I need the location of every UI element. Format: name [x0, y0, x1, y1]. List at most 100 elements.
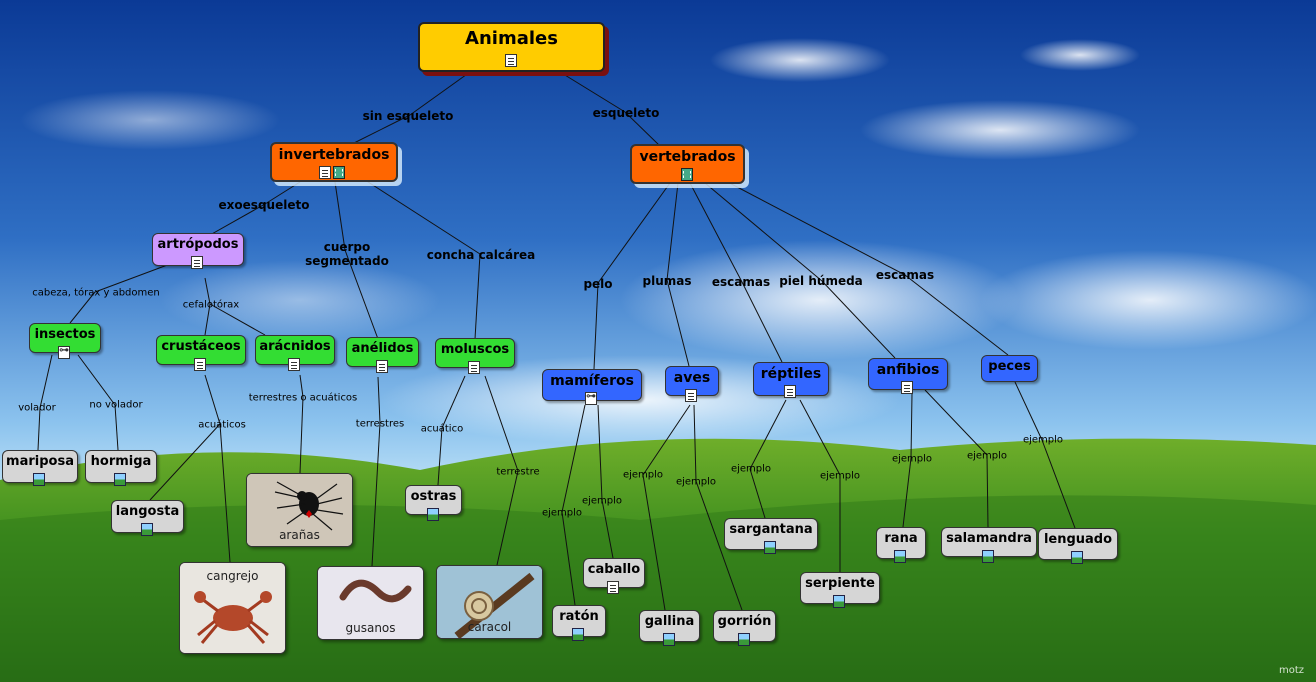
edge-label-esqueleto: esqueleto — [592, 106, 660, 120]
node-mamiferos[interactable]: mamíferos — [542, 369, 642, 405]
node-crustaceos[interactable]: crustáceos — [156, 335, 246, 371]
node-label: peces — [988, 359, 1031, 374]
node-label: ostras — [410, 489, 457, 504]
snail-image — [437, 566, 542, 638]
image-icon[interactable] — [894, 550, 906, 563]
photo-gusanos[interactable]: gusanos — [317, 566, 424, 640]
photo-caracol[interactable]: caracol — [436, 565, 543, 639]
node-mariposa[interactable]: mariposa — [2, 450, 78, 486]
edge-label-plumas: plumas — [642, 274, 692, 288]
edge-label-cuerpo-segmentado: cuerpo segmentado — [305, 240, 389, 268]
node-label: langosta — [115, 504, 180, 519]
node-invertebrados[interactable]: invertebrados — [270, 142, 398, 182]
node-gorrion[interactable]: gorrión — [713, 610, 776, 646]
document-icon[interactable] — [319, 166, 331, 179]
image-icon[interactable] — [572, 628, 584, 641]
edge-label-escamas-reptiles: escamas — [711, 275, 771, 289]
edge-label-cefalotorax: cefalotórax — [182, 299, 240, 311]
photo-cangrejo[interactable]: cangrejo — [179, 562, 286, 654]
node-ostras[interactable]: ostras — [405, 485, 462, 521]
concept-map-icon[interactable] — [585, 391, 597, 405]
edge-label-sin-esqueleto: sin esqueleto — [362, 109, 454, 123]
node-reptiles[interactable]: réptiles — [753, 362, 829, 398]
edge-label-acuatico: acuático — [420, 423, 464, 435]
node-gallina[interactable]: gallina — [639, 610, 700, 646]
edge-label-ejemplo-gallina: ejemplo — [622, 469, 664, 481]
node-caballo[interactable]: caballo — [583, 558, 645, 594]
node-moluscos[interactable]: moluscos — [435, 338, 515, 374]
image-icon[interactable] — [140, 523, 153, 536]
image-icon[interactable] — [1071, 551, 1083, 564]
photo-caption: gusanos — [345, 621, 396, 635]
edge-label-pelo: pelo — [583, 277, 613, 291]
image-icon[interactable] — [662, 633, 675, 646]
node-animales[interactable]: Animales — [418, 22, 605, 72]
document-icon[interactable] — [607, 581, 619, 594]
edge-label-escamas-peces: escamas — [875, 268, 935, 282]
photo-caption: caracol — [467, 620, 512, 634]
document-icon[interactable] — [194, 358, 206, 371]
edge-label-terrestres-o-acuaticos: terrestres o acuáticos — [248, 392, 358, 404]
edge-label-no-volador: no volador — [89, 399, 143, 411]
node-vertebrados[interactable]: vertebrados — [630, 144, 745, 184]
node-hormiga[interactable]: hormiga — [85, 450, 157, 486]
node-artropodos[interactable]: artrópodos — [152, 233, 244, 269]
edge-label-acuaticos: acuáticos — [198, 419, 246, 431]
document-icon[interactable] — [375, 360, 388, 373]
node-label: gallina — [644, 614, 695, 629]
edge-label-volador: volador — [18, 402, 56, 414]
document-icon[interactable] — [901, 381, 913, 394]
node-peces[interactable]: peces — [981, 355, 1038, 382]
edge-label-ejemplo-lenguado: ejemplo — [1022, 434, 1064, 446]
node-label: réptiles — [760, 366, 822, 382]
node-label: Animales — [465, 28, 558, 49]
image-icon[interactable] — [833, 595, 845, 608]
edge-label-concha-calcarea: concha calcárea — [426, 248, 536, 262]
image-icon[interactable] — [737, 633, 750, 646]
document-icon[interactable] — [468, 361, 480, 374]
node-insectos[interactable]: insectos — [29, 323, 101, 359]
photo-aranas[interactable]: arañas — [246, 473, 353, 547]
node-label: ratón — [559, 609, 599, 624]
node-sargantana[interactable]: sargantana — [724, 518, 818, 554]
node-aves[interactable]: aves — [665, 366, 719, 402]
node-label: mariposa — [6, 454, 74, 469]
node-anfibios[interactable]: anfibios — [868, 358, 948, 394]
video-icon[interactable] — [333, 166, 345, 179]
image-icon[interactable] — [114, 473, 126, 486]
image-icon[interactable] — [982, 550, 994, 563]
node-label: aves — [673, 370, 711, 386]
node-lenguado[interactable]: lenguado — [1038, 528, 1118, 564]
node-label: invertebrados — [278, 147, 390, 163]
video-icon[interactable] — [680, 168, 693, 181]
document-icon[interactable] — [784, 385, 796, 398]
node-salamandra[interactable]: salamandra — [941, 527, 1037, 563]
node-serpiente[interactable]: serpiente — [800, 572, 880, 608]
node-label: insectos — [34, 327, 96, 342]
document-icon[interactable] — [191, 256, 203, 269]
image-icon[interactable] — [764, 541, 776, 554]
node-label: moluscos — [440, 342, 510, 357]
image-icon[interactable] — [426, 508, 439, 521]
image-icon[interactable] — [33, 473, 45, 486]
document-icon[interactable] — [288, 358, 300, 371]
node-langosta[interactable]: langosta — [111, 500, 184, 536]
edge-label-ejemplo-gorrion: ejemplo — [675, 476, 717, 488]
node-raton[interactable]: ratón — [552, 605, 606, 641]
node-label: gorrión — [717, 614, 772, 629]
node-label: rana — [884, 531, 918, 546]
node-label: lenguado — [1043, 532, 1113, 547]
edge-label-ejemplo-salamandra: ejemplo — [966, 450, 1008, 462]
node-aracnidos[interactable]: arácnidos — [255, 335, 335, 371]
node-label: arácnidos — [259, 339, 331, 354]
node-anelidos[interactable]: anélidos — [346, 337, 419, 373]
document-icon[interactable] — [504, 54, 517, 67]
concept-map-icon[interactable] — [58, 345, 70, 359]
photo-caption: cangrejo — [206, 569, 259, 583]
spider-image — [247, 474, 352, 546]
node-rana[interactable]: rana — [876, 527, 926, 563]
node-label: hormiga — [90, 454, 152, 469]
edge-label-ejemplo-raton: ejemplo — [541, 507, 583, 519]
document-icon[interactable] — [685, 389, 697, 402]
